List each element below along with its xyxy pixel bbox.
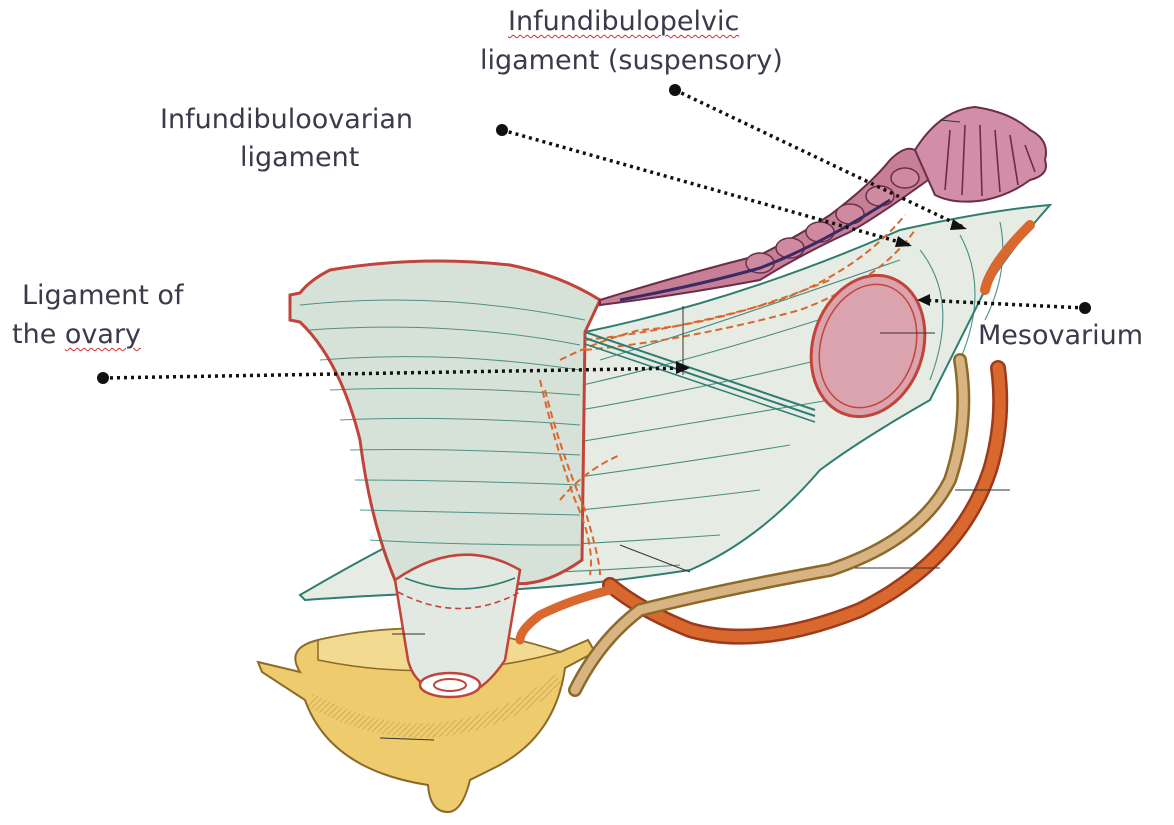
label-ligament-of-ovary-line2: the ovary [12,317,141,353]
label-infundibulopelvic-text: Infundibulopelvic [508,6,739,37]
label-infundibulopelvic-line1: Infundibulopelvic [508,4,739,40]
label-ligament-of-ovary-line1: Ligament of [22,278,183,314]
label-mesovarium: Mesovarium [978,318,1143,354]
label-ligament-of-ovary-the: the [12,319,56,350]
uterus [290,261,600,697]
label-ligament-of-ovary-ovary: ovary [65,319,141,350]
label-infundibuloovarian-line2: ligament [240,140,359,176]
label-infundibulopelvic-line2: ligament (suspensory) [480,43,783,79]
label-infundibuloovarian-line1: Infundibuloovarian [160,102,413,138]
